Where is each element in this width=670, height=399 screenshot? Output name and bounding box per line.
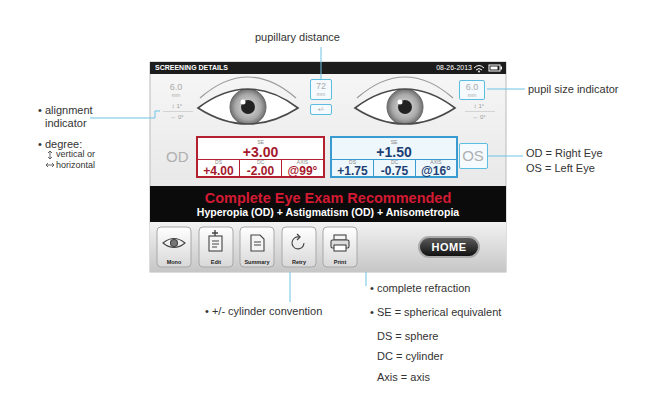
annotation-label: • alignment indicator: [38, 104, 98, 130]
home-button: HOME: [418, 236, 480, 258]
node-text: OS: [462, 148, 484, 164]
refraction-cell: AXIS@99°: [282, 159, 323, 176]
toolbar-button: Mono: [157, 227, 191, 267]
pupillary-distance-box: 72mm: [310, 79, 332, 100]
node-text: ↔ 0°: [472, 113, 485, 121]
node-text: Print: [334, 259, 347, 265]
refraction-box-od: SE+3.00DS+4.00DC-2.00AXIS@99°: [196, 136, 325, 178]
node-text: +/-: [317, 106, 324, 113]
annotation-label: • SE = spherical equivalent: [370, 306, 501, 319]
annotation-label: horizontal: [56, 160, 95, 171]
node-text: ↕ 1°: [474, 102, 484, 110]
annotation-label: • complete refraction: [370, 282, 470, 295]
eye-label-box: OS: [459, 143, 488, 169]
annotation-label: OS = Left Eye: [526, 162, 595, 175]
node-text: ↕ 1°: [172, 102, 182, 110]
annotation-label: Axis = axis: [377, 371, 430, 384]
node-text: Mono: [167, 259, 182, 265]
node-text: Hyperopia (OD) + Astigmatism (OD) + Anis…: [197, 206, 459, 219]
device-screen: SCREENING DETAILS08-26-20136.0mm↕ 1°↔ 0°…: [150, 62, 506, 272]
refraction-cell: AXIS@16°: [416, 159, 456, 176]
node-text: Retry: [292, 259, 306, 265]
node-text: SCREENING DETAILS: [155, 64, 228, 72]
alignment-indicator: ↕ 1° ↔ 0°: [463, 101, 495, 122]
node-text: +4.00: [203, 165, 233, 177]
refraction-cell: DS+4.00: [198, 159, 240, 176]
node-text: -2.00: [247, 165, 274, 177]
annotation-label: pupil size indicator: [528, 83, 619, 96]
annotation-label: • +/- cylinder convention: [205, 305, 322, 318]
node-text: Summary: [244, 259, 269, 265]
cylinder-convention-box: +/-: [310, 104, 332, 115]
node-text: mm: [468, 92, 476, 98]
node-text: 72: [316, 82, 326, 91]
node-text: 08-26-2013: [436, 64, 472, 72]
node-text: Edit: [211, 259, 221, 265]
toolbar-button: Retry: [282, 227, 316, 267]
annotation-label: DC = cylinder: [377, 350, 443, 363]
node-text: @16°: [421, 165, 451, 177]
pupil-size-indicator: 6.0mm: [459, 80, 485, 100]
node-text: mm: [172, 92, 180, 98]
recommendation-band: Complete Eye Exam RecommendedHyperopia (…: [150, 186, 506, 222]
refraction-cell: DC-2.00: [240, 159, 282, 176]
node-text: Complete Eye Exam Recommended: [205, 190, 452, 206]
toolbar-button: Print: [323, 227, 357, 267]
refraction-cell: DS+1.75: [332, 159, 374, 176]
annotation-label: OD: [166, 148, 189, 165]
node-text: +3.00: [243, 145, 278, 160]
annotation-label: DS = sphere: [377, 330, 438, 343]
node-text: 6.0: [170, 83, 183, 92]
pupil-size-indicator: 6.0mm: [163, 81, 189, 100]
annotation-label: vertical or: [56, 149, 95, 160]
node-text: ↔ 0°: [170, 113, 183, 121]
node-text: -0.75: [381, 165, 408, 177]
node-text: +1.75: [337, 165, 367, 177]
annotation-label: pupillary distance: [255, 31, 340, 44]
toolbar-button: Edit: [199, 227, 233, 267]
refraction-cell: DC-0.75: [374, 159, 416, 176]
refraction-box-os: SE+1.50DS+1.75DC-0.75AXIS@16°: [330, 136, 458, 178]
toolbar-button: Summary: [240, 227, 274, 267]
alignment-indicator: ↕ 1° ↔ 0°: [161, 101, 193, 122]
node-text: 6.0: [466, 83, 479, 92]
annotation-label: OD = Right Eye: [526, 147, 603, 160]
node-text: +1.50: [376, 145, 411, 160]
node-text: mm: [317, 91, 325, 97]
node-text: @99°: [288, 165, 318, 177]
node-text: HOME: [432, 241, 467, 253]
